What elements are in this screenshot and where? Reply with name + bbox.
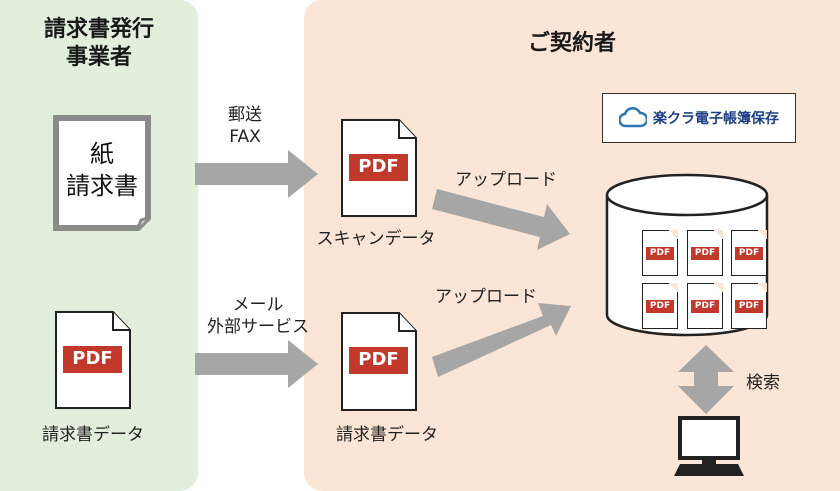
folded-corner-icon xyxy=(714,283,723,292)
issuer-title-line2: 事業者 xyxy=(65,45,132,70)
mail-fax-line1: 郵送 xyxy=(228,105,262,125)
email-service-line2: 外部サービス xyxy=(207,317,309,337)
search-label: 検索 xyxy=(746,373,780,393)
folded-corner-icon xyxy=(669,283,678,292)
brand-name: 楽クラ電子帳簿保存 xyxy=(653,111,779,127)
stored-pdf-badge: PDF xyxy=(691,300,719,313)
search-double-arrow xyxy=(678,345,734,414)
folded-corner-icon xyxy=(758,230,767,239)
email-service-line1: メール xyxy=(232,295,284,315)
received-pdf-icon xyxy=(341,312,417,411)
stored-pdf-icon: PDF xyxy=(731,230,767,276)
mail-fax-line2: FAX xyxy=(229,127,261,147)
computer-icon xyxy=(674,416,744,476)
upload-label-top: アップロード xyxy=(455,170,557,190)
cloud-icon xyxy=(619,107,647,128)
scan-data-label: スキャンデータ xyxy=(316,229,436,249)
scanned-pdf-icon xyxy=(341,119,417,217)
pdf-badge-scan: PDF xyxy=(358,156,399,177)
issuer-panel xyxy=(0,0,198,491)
contractor-title: ご契約者 xyxy=(527,31,616,56)
email-service-channel: メール 外部サービス xyxy=(188,294,328,338)
email-service-arrow xyxy=(195,340,318,388)
mail-fax-arrow xyxy=(195,150,318,198)
stored-pdf-badge: PDF xyxy=(646,300,674,313)
folded-corner-icon xyxy=(758,283,767,292)
stored-pdf-badge: PDF xyxy=(691,247,719,260)
stored-pdf-icon: PDF xyxy=(687,283,723,329)
stored-pdf-icon: PDF xyxy=(687,230,723,276)
upload-arrow-bottom xyxy=(432,303,571,377)
pdf-document-icon xyxy=(55,311,131,409)
issuer-title-line1: 請求書発行 xyxy=(43,17,154,42)
stored-pdf-badge: PDF xyxy=(735,300,763,313)
source-invoice-data-label: 請求書データ xyxy=(42,425,144,445)
paper-invoice-line1: 紙 xyxy=(90,140,114,168)
pdf-badge-received: PDF xyxy=(358,349,399,370)
paper-invoice-icon xyxy=(53,115,151,231)
upload-label-bottom: アップロード xyxy=(435,287,537,307)
paper-invoice-label: 紙 請求書 xyxy=(56,138,148,202)
folded-corner-icon xyxy=(714,230,723,239)
received-invoice-data-label: 請求書データ xyxy=(336,425,438,445)
upload-arrow-top xyxy=(432,189,570,250)
mail-fax-channel: 郵送 FAX xyxy=(205,104,285,148)
pdf-badge-left: PDF xyxy=(72,348,113,369)
folded-corner-icon xyxy=(669,230,678,239)
stored-pdf-icon: PDF xyxy=(642,283,678,329)
brand-logo: 楽クラ電子帳簿保存 xyxy=(602,93,796,143)
stored-pdf-badge: PDF xyxy=(735,247,763,260)
stored-pdf-icon: PDF xyxy=(642,230,678,276)
paper-invoice-line2: 請求書 xyxy=(66,172,138,200)
issuer-title: 請求書発行 事業者 xyxy=(0,16,198,72)
stored-pdf-icon: PDF xyxy=(731,283,767,329)
stored-pdf-badge: PDF xyxy=(646,247,674,260)
